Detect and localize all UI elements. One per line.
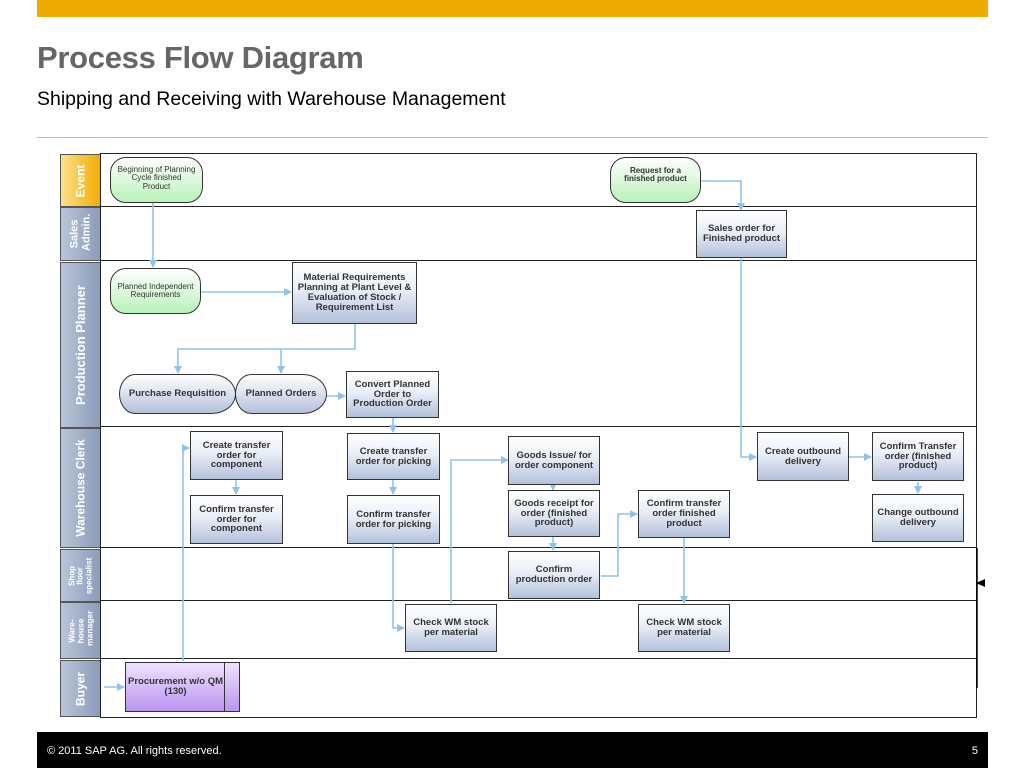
arrow-procurement-to-create bbox=[182, 444, 190, 661]
event-request-finished-product: Request for a finished product bbox=[610, 157, 701, 203]
procurement-label: Procurement w/o QM (130) bbox=[128, 675, 224, 697]
procurement-side-bar bbox=[224, 663, 237, 711]
mrp-box: Material Requirements Planning at Plant … bbox=[292, 262, 417, 324]
lane-label-production-planner: Production Planner bbox=[60, 262, 102, 428]
lane-label-buyer: Buyer bbox=[60, 660, 102, 717]
lane-row-event bbox=[100, 153, 977, 207]
confirm-transfer-order-component-box: Confirm transfer order for component bbox=[190, 495, 283, 544]
event-begin-planning: Beginning of Planning Cycle finished Pro… bbox=[110, 157, 203, 203]
event-planned-independent-requirements: Planned Independent Requirements bbox=[110, 268, 201, 314]
procurement-box: Procurement w/o QM (130) bbox=[125, 662, 240, 712]
lane-row-buyer bbox=[100, 658, 977, 718]
accent-bar bbox=[37, 0, 988, 17]
create-transfer-order-picking-box: Create transfer order for picking bbox=[347, 433, 440, 480]
confirm-production-order-box: Confirm production order bbox=[508, 551, 600, 599]
lane-label-warehouse-clerk: Warehouse Clerk bbox=[60, 428, 102, 548]
lane-row-sales-admin bbox=[100, 206, 977, 261]
page-subtitle: Shipping and Receiving with Warehouse Ma… bbox=[37, 88, 506, 110]
page-number: 5 bbox=[971, 745, 978, 757]
arrow-sales-to-outbound bbox=[740, 258, 757, 461]
create-transfer-order-component-box: Create transfer order for component bbox=[190, 431, 283, 480]
arrow-check-to-goods-issue bbox=[450, 456, 509, 603]
check-wm-stock-box-1: Check WM stock per material bbox=[405, 604, 497, 652]
create-outbound-delivery-box: Create outbound delivery bbox=[757, 432, 849, 481]
copyright-text: © 2011 SAP AG. All rights reserved. bbox=[47, 745, 222, 757]
confirm-transfer-order-picking-box: Confirm transfer order for picking bbox=[347, 495, 440, 544]
check-wm-stock-box-2: Check WM stock per material bbox=[638, 604, 730, 652]
goods-issue-box: Goods Issue/ for order component bbox=[508, 436, 600, 485]
change-outbound-delivery-box: Change outbound delivery bbox=[872, 494, 964, 542]
purchase-requisition-store: Purchase Requisition bbox=[119, 374, 236, 414]
divider bbox=[37, 137, 988, 138]
confirm-transfer-order-finished-box: Confirm transfer order finished product bbox=[638, 490, 730, 538]
arrow-confirm-pick-to-check bbox=[392, 544, 405, 632]
arrow-mrp-split bbox=[174, 324, 356, 374]
lane-label-sales-admin: Sales Admin. bbox=[60, 207, 102, 261]
goods-receipt-box: Goods receipt for order (finished produc… bbox=[508, 490, 600, 537]
footer: © 2011 SAP AG. All rights reserved. 5 bbox=[37, 732, 988, 768]
convert-planned-order-box: Convert Planned Order to Production Orde… bbox=[346, 371, 439, 418]
planned-orders-store: Planned Orders bbox=[235, 374, 327, 414]
sales-order-box: Sales order for Finished product bbox=[696, 210, 787, 258]
confirm-transfer-order-finished-2-box: Confirm Transfer order (finished product… bbox=[872, 432, 964, 481]
arrow-confirm-prod-to-confirm-to bbox=[601, 510, 638, 577]
page-title: Process Flow Diagram bbox=[37, 40, 364, 75]
arrow-request-to-sales bbox=[701, 180, 745, 211]
lane-row-warehouse-manager bbox=[100, 600, 977, 660]
